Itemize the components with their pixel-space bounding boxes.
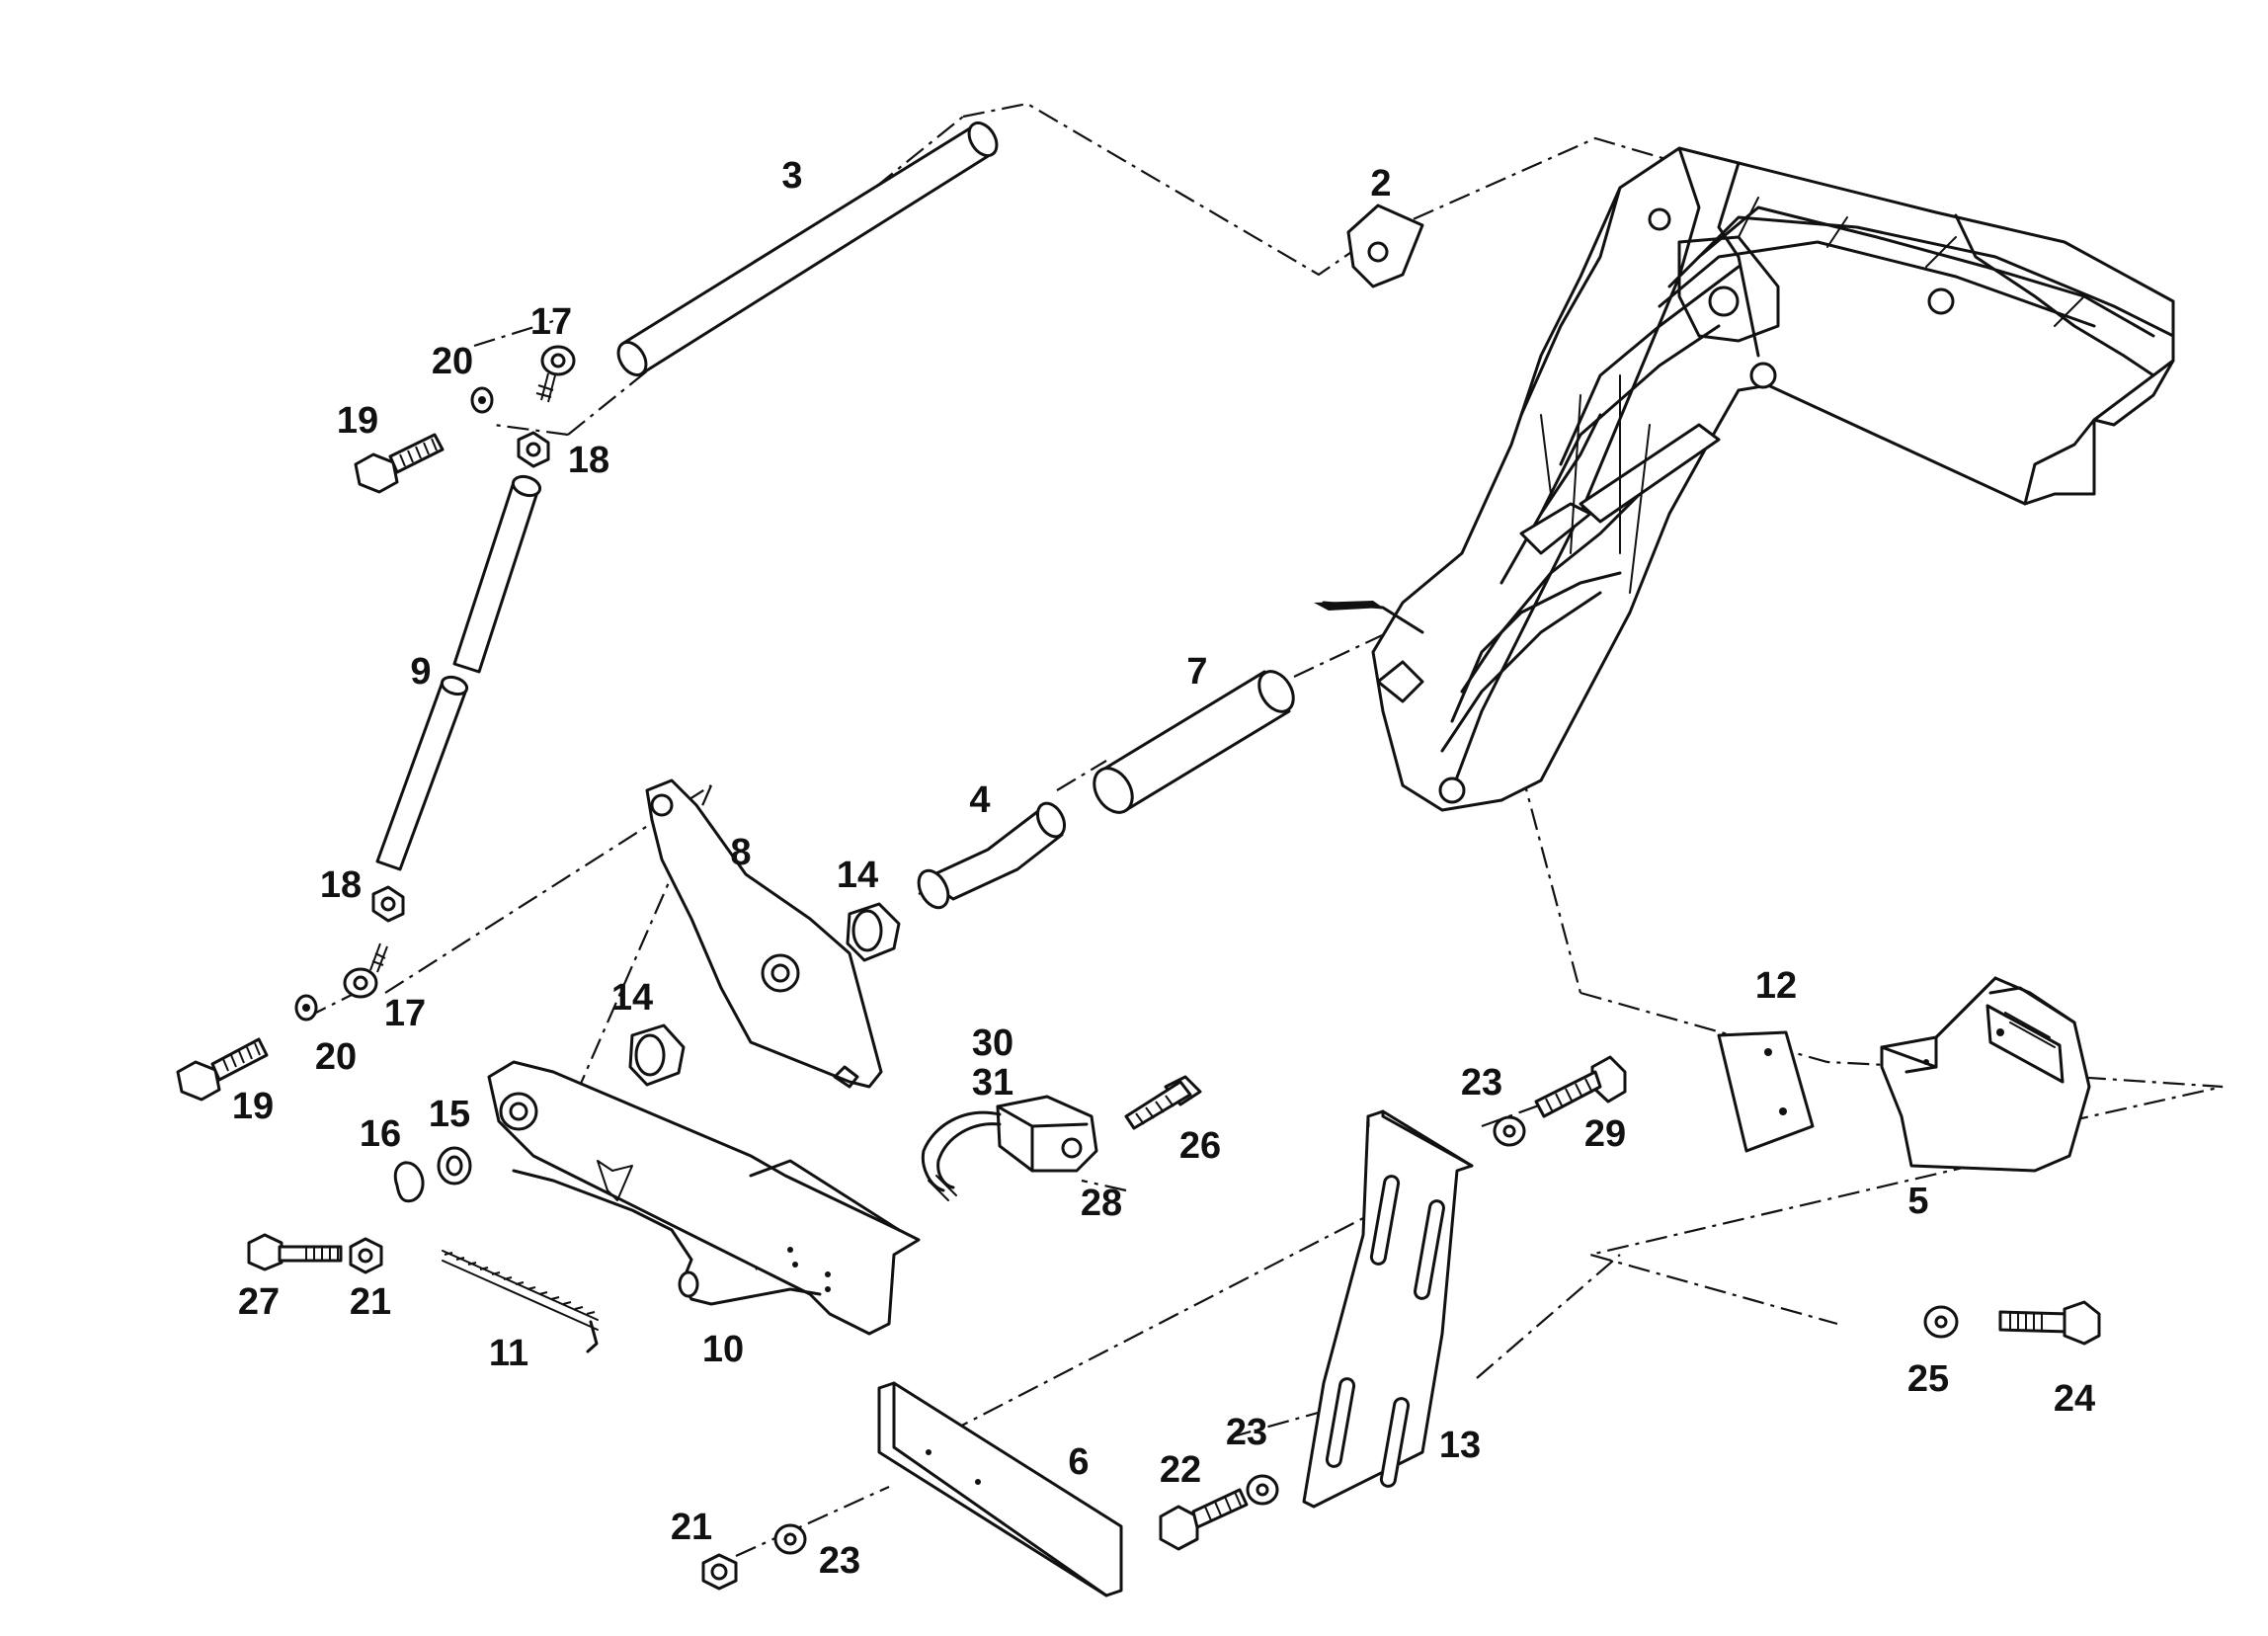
callout-12: 12 bbox=[1755, 965, 1797, 1007]
part-20-washer-upper bbox=[470, 386, 494, 414]
callout-24: 24 bbox=[2054, 1378, 2095, 1420]
part-14-bushing-upper bbox=[846, 902, 901, 962]
part-23-washer-lower bbox=[773, 1523, 807, 1555]
callout-18-upper: 18 bbox=[568, 440, 609, 481]
part-11-spring bbox=[442, 1250, 599, 1353]
part-23-washer-mid bbox=[1246, 1474, 1279, 1506]
callout-6: 6 bbox=[1068, 1441, 1089, 1483]
part-6-plate bbox=[877, 1381, 1123, 1597]
callout-labels: 2 3 4 5 6 7 8 9 10 11 12 13 14 14 15 16 … bbox=[232, 155, 2095, 1582]
callout-21-upper: 21 bbox=[350, 1281, 391, 1323]
callout-19-lower: 19 bbox=[232, 1086, 274, 1127]
callout-4: 4 bbox=[969, 779, 990, 821]
callout-7: 7 bbox=[1186, 651, 1207, 693]
callout-19-upper: 19 bbox=[337, 400, 378, 442]
part-22-bolt bbox=[1159, 1488, 1249, 1551]
callout-2: 2 bbox=[1370, 163, 1391, 204]
callout-16: 16 bbox=[360, 1113, 401, 1155]
callout-27: 27 bbox=[238, 1281, 280, 1323]
part-13-slotted-plate bbox=[1302, 1109, 1474, 1509]
callout-21-lower: 21 bbox=[671, 1507, 712, 1548]
part-28-sensor bbox=[921, 1095, 1098, 1201]
callout-14-upper: 14 bbox=[837, 855, 878, 896]
part-7-sleeve bbox=[1093, 670, 1295, 814]
callout-28: 28 bbox=[1081, 1183, 1122, 1224]
part-21-nut-lower bbox=[701, 1553, 738, 1591]
part-17-eye-bolt-lower bbox=[343, 942, 388, 999]
callout-14-lower: 14 bbox=[611, 977, 653, 1019]
part-8-plate bbox=[645, 778, 883, 1089]
callout-29: 29 bbox=[1584, 1113, 1626, 1155]
part-25-washer bbox=[1923, 1305, 1959, 1339]
callout-30: 30 bbox=[972, 1022, 1013, 1064]
part-24-bolt bbox=[1998, 1300, 2101, 1346]
boom-assembly bbox=[1314, 146, 2175, 812]
callout-9: 9 bbox=[410, 651, 431, 693]
callout-17-upper: 17 bbox=[530, 301, 572, 343]
callout-8: 8 bbox=[730, 832, 751, 873]
part-29-bolt bbox=[1534, 1055, 1627, 1118]
part-17-eye-bolt-upper bbox=[535, 345, 576, 403]
part-16-clip bbox=[393, 1161, 425, 1203]
part-3-rod bbox=[616, 121, 999, 377]
callout-3: 3 bbox=[781, 155, 802, 197]
part-27-bolt bbox=[247, 1233, 343, 1271]
callout-10: 10 bbox=[702, 1329, 744, 1370]
callout-20-lower: 20 bbox=[315, 1036, 357, 1078]
part-12-plate bbox=[1717, 1030, 1815, 1153]
part-2-bracket bbox=[1346, 204, 1424, 288]
callout-25: 25 bbox=[1907, 1358, 1949, 1400]
callout-22: 22 bbox=[1160, 1449, 1201, 1491]
callout-15: 15 bbox=[429, 1094, 470, 1135]
part-18-nut-upper bbox=[517, 431, 550, 468]
part-23-washer-right bbox=[1493, 1115, 1526, 1147]
part-20-washer-lower bbox=[294, 994, 318, 1022]
callout-17-lower: 17 bbox=[384, 993, 426, 1034]
callout-23-mid: 23 bbox=[1226, 1412, 1267, 1453]
callout-31: 31 bbox=[972, 1062, 1013, 1104]
part-5-pad bbox=[1880, 976, 2091, 1173]
callout-18-lower: 18 bbox=[320, 864, 362, 906]
part-26-screw bbox=[1124, 1075, 1202, 1130]
part-21-nut-upper bbox=[349, 1237, 383, 1274]
callout-23-lower: 23 bbox=[819, 1540, 860, 1582]
part-19-bolt-lower bbox=[176, 1037, 269, 1102]
part-4-pin bbox=[917, 801, 1067, 910]
callout-11: 11 bbox=[489, 1333, 528, 1374]
part-14-bushing-lower bbox=[628, 1023, 686, 1087]
part-18-nut-lower bbox=[371, 885, 405, 923]
callout-23-right: 23 bbox=[1461, 1062, 1502, 1104]
part-19-bolt-upper bbox=[354, 433, 445, 494]
part-9-rod bbox=[375, 474, 542, 871]
part-15-washer bbox=[437, 1146, 472, 1186]
callout-13: 13 bbox=[1439, 1425, 1481, 1466]
callout-5: 5 bbox=[1907, 1181, 1928, 1222]
callout-20-upper: 20 bbox=[432, 341, 473, 382]
part-10-arm bbox=[487, 1060, 921, 1336]
callout-26: 26 bbox=[1179, 1125, 1221, 1167]
